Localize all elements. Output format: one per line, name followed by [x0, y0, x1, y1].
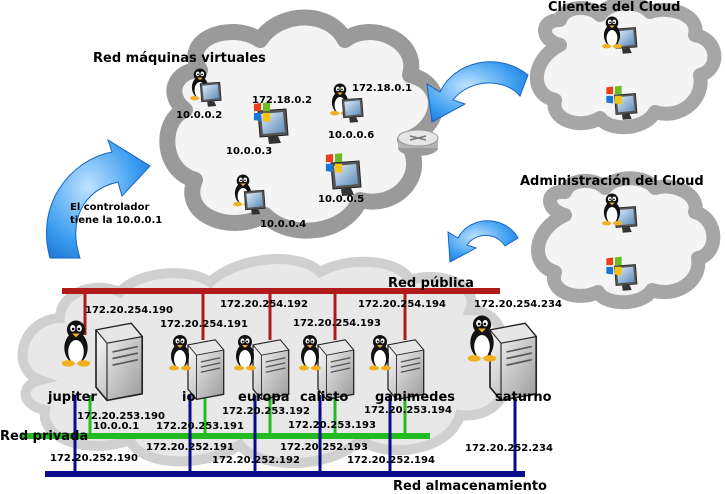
- vm-network-title: Red máquinas virtuales: [93, 51, 266, 66]
- curved-arrow-icon: [45, 138, 151, 259]
- private-network-title: Red privada: [0, 429, 89, 444]
- clients-cloud: [529, 0, 722, 135]
- extra-ip: 10.0.0.1: [93, 421, 140, 432]
- admin-cloud: [531, 171, 721, 310]
- private-network-lines: [20, 395, 430, 439]
- vm-ip: 10.0.0.2: [176, 110, 223, 121]
- vm-ip: 10.0.0.4: [260, 219, 307, 230]
- curved-arrow-icon: [426, 61, 529, 123]
- vm-ip: 10.0.0.6: [328, 130, 375, 141]
- router-icon: [397, 129, 439, 156]
- host-name: ganimedes: [375, 390, 456, 405]
- public-ip: 172.20.254.193: [293, 318, 381, 329]
- public-network-lines: [62, 288, 432, 340]
- host-name: saturno: [495, 390, 552, 405]
- host-name: europa: [238, 390, 290, 405]
- storage-ip: 172.20.252.193: [280, 442, 368, 453]
- storage-network-lines: [45, 395, 525, 477]
- curved-arrow-icon: [447, 220, 519, 263]
- server-icon: [95, 322, 144, 402]
- public-ip: 172.20.254.192: [220, 299, 308, 310]
- vm-ip: 10.0.0.3: [226, 146, 273, 157]
- private-ip: 172.20.253.193: [288, 420, 376, 431]
- private-ip: 172.20.253.192: [222, 406, 310, 417]
- private-ip: 172.20.253.190: [77, 411, 165, 422]
- storage-ip: 172.20.252.191: [146, 442, 234, 453]
- storage-ip: 172.20.252.194: [347, 455, 435, 466]
- storage-ip: 172.20.252.192: [212, 455, 300, 466]
- private-ip: 172.20.253.191: [156, 421, 244, 432]
- public-ip: 172.20.254.234: [474, 299, 562, 310]
- host-name: calisto: [300, 390, 349, 405]
- router-ip: 172.18.0.1: [352, 83, 413, 94]
- vm-ip: 172.18.0.2: [252, 95, 313, 106]
- host-name: io: [182, 390, 196, 405]
- storage-network-title: Red almacenamiento: [393, 479, 547, 494]
- controller-note-line-2: tiene la 10.0.0.1: [70, 215, 163, 226]
- vm-ip: 10.0.0.5: [318, 194, 365, 205]
- storage-ip: 172.20.252.234: [465, 443, 553, 454]
- cloud-admin-title: Administración del Cloud: [520, 174, 704, 189]
- vm-network-cloud: [159, 9, 444, 239]
- public-ip: 172.20.254.194: [358, 299, 446, 310]
- public-ip: 172.20.254.190: [85, 305, 173, 316]
- controller-note-line-1: El controlador: [70, 202, 150, 213]
- storage-ip: 172.20.252.190: [50, 453, 138, 464]
- private-ip: 172.20.253.194: [364, 405, 452, 416]
- host-name: jupiter: [48, 390, 97, 405]
- public-network-title: Red pública: [388, 276, 474, 291]
- cloud-clients-title: Clientes del Cloud: [548, 0, 681, 15]
- server-icon: [489, 322, 538, 402]
- public-ip: 172.20.254.191: [160, 319, 248, 330]
